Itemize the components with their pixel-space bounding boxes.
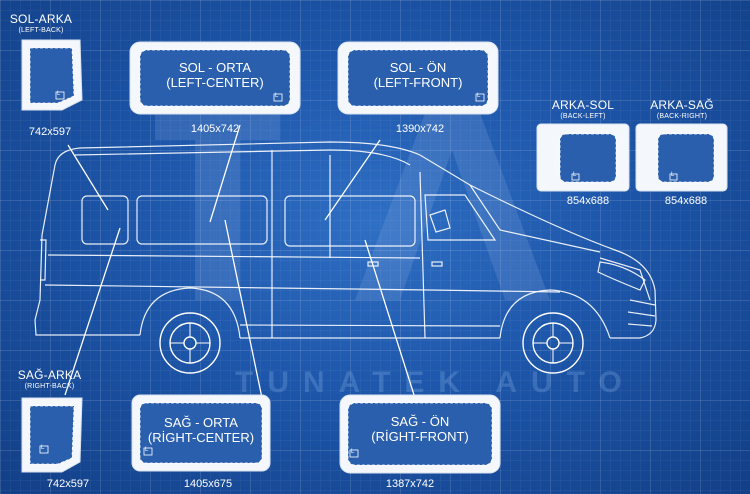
subtitle-sag-on: (RİGHT-FRONT) bbox=[371, 429, 469, 444]
label-sag-on: SAĞ - ÖN (RİGHT-FRONT) bbox=[348, 414, 492, 444]
title-sol-arka: SOL-ARKA bbox=[9, 12, 73, 26]
title-arka-sag: ARKA-SAĞ bbox=[650, 98, 714, 112]
size-sag-on: 1387x742 bbox=[385, 478, 435, 490]
title-arka-sol: ARKA-SOL bbox=[551, 98, 615, 112]
subtitle-arka-sol: (BACK-LEFT) bbox=[560, 113, 606, 120]
title-sol-on: SOL - ÖN bbox=[389, 60, 447, 75]
glass-mark: L bbox=[57, 91, 61, 97]
subtitle-sol-arka: (LEFT-BACK) bbox=[18, 27, 64, 34]
size-arka-sol: 854x688 bbox=[566, 195, 610, 207]
subtitle-arka-sag: (BACK-RIGHT) bbox=[656, 113, 708, 120]
glass-mark: L bbox=[145, 447, 149, 453]
size-sag-orta: 1405x675 bbox=[183, 478, 233, 490]
size-sag-arka: 742x597 bbox=[46, 478, 90, 490]
subtitle-sag-arka: (RIGHT-BACK) bbox=[24, 383, 75, 390]
title-sag-arka: SAĞ-ARKA bbox=[17, 368, 82, 382]
size-sol-arka: 742x597 bbox=[28, 126, 72, 138]
glass-mark: L bbox=[477, 93, 481, 99]
label-sag-orta: SAĞ - ORTA (RİGHT-CENTER) bbox=[140, 415, 262, 445]
label-arka-sag: ARKA-SAĞ (BACK-RIGHT) bbox=[647, 98, 717, 120]
label-sol-on: SOL - ÖN (LEFT-FRONT) bbox=[348, 60, 488, 90]
glass-mark: L bbox=[573, 172, 577, 178]
label-sag-arka: SAĞ-ARKA (RIGHT-BACK) bbox=[12, 368, 87, 390]
label-sol-orta: SOL - ORTA (LEFT-CENTER) bbox=[140, 60, 290, 90]
glass-mark: L bbox=[41, 445, 45, 451]
size-arka-sag: 854x688 bbox=[664, 195, 708, 207]
size-sol-on: 1390x742 bbox=[395, 123, 445, 135]
title-sag-orta: SAĞ - ORTA bbox=[164, 415, 238, 430]
title-sag-on: SAĞ - ÖN bbox=[390, 414, 450, 429]
subtitle-sol-on: (LEFT-FRONT) bbox=[373, 75, 463, 90]
subtitle-sag-orta: (RİGHT-CENTER) bbox=[147, 430, 255, 445]
title-sol-orta: SOL - ORTA bbox=[179, 60, 251, 75]
subtitle-sol-orta: (LEFT-CENTER) bbox=[166, 75, 264, 90]
label-sol-arka: SOL-ARKA (LEFT-BACK) bbox=[6, 12, 76, 34]
size-sol-orta: 1405x742 bbox=[190, 123, 240, 135]
glass-mark: L bbox=[671, 172, 675, 178]
glass-mark: L bbox=[351, 449, 355, 455]
label-arka-sol: ARKA-SOL (BACK-LEFT) bbox=[548, 98, 618, 120]
glass-mark: L bbox=[275, 93, 279, 99]
watermark-text: TUNATEK AUTO bbox=[235, 366, 636, 399]
